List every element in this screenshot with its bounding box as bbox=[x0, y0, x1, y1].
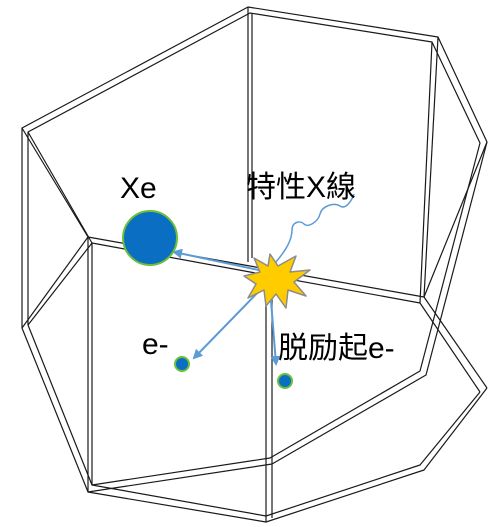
xe-atom-icon bbox=[122, 210, 178, 266]
auger-electron-label: 脱励起e- bbox=[278, 332, 395, 365]
xe-label: Xe bbox=[120, 172, 157, 205]
xray-label: 特性X線 bbox=[246, 171, 356, 204]
xe-recoil-arrow bbox=[172, 248, 269, 273]
prism-top-face-inner bbox=[27, 12, 481, 486]
explosion-burst-icon bbox=[243, 253, 311, 309]
xray-wave-path bbox=[275, 193, 355, 263]
prism-left-edge bbox=[21, 127, 89, 238]
electron-label: e- bbox=[142, 328, 169, 361]
prism-bottom-face bbox=[87, 387, 488, 523]
auger-electron-icon bbox=[277, 373, 293, 389]
electron-icon bbox=[174, 356, 190, 372]
electron-arrow bbox=[192, 283, 267, 360]
hexagonal-prism-outline bbox=[21, 6, 488, 523]
prism-left-lower-edge bbox=[21, 236, 89, 329]
